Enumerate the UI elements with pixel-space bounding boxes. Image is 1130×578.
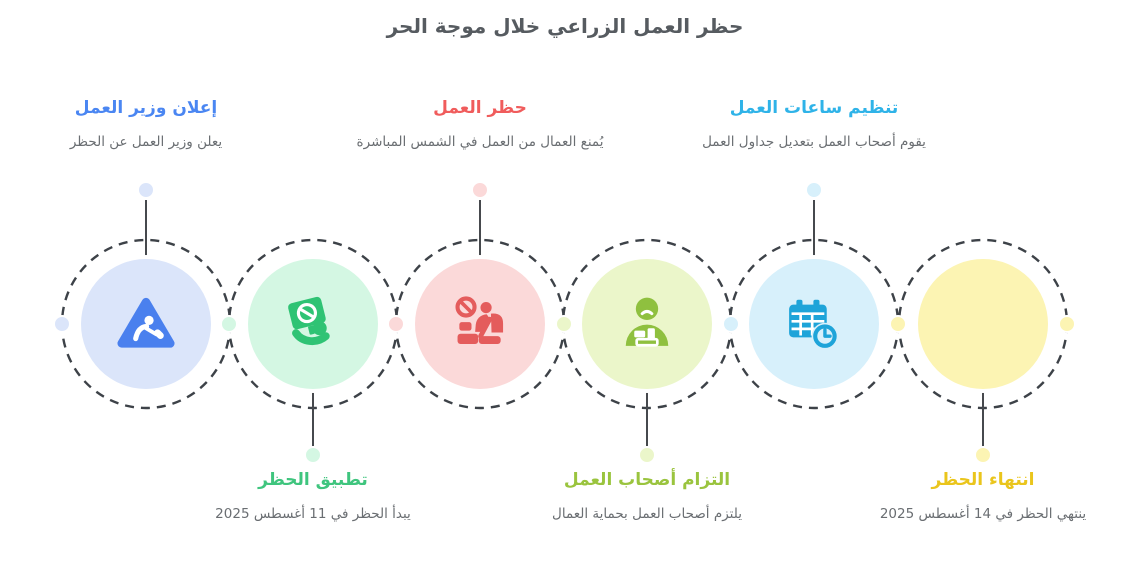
- step-description: يبدأ الحظر في 11 أغسطس 2025: [215, 506, 411, 523]
- ring-junction-dot: [387, 315, 405, 333]
- step-circle-schedule: [749, 259, 879, 389]
- step-circle-enforcement: [248, 259, 378, 389]
- ring-junction-dot: [220, 315, 238, 333]
- step-text-ban-end: انتهاء الحظر ينتهي الحظر في 14 أغسطس 202…: [833, 470, 1130, 523]
- step-text-schedule: تنظيم ساعات العمل يقوم أصحاب العمل بتعدي…: [664, 98, 964, 151]
- ring-junction-dot: [1058, 315, 1076, 333]
- step-label: تنظيم ساعات العمل: [729, 98, 899, 118]
- work-ban-icon: [455, 296, 504, 345]
- worker-icon: [625, 297, 669, 347]
- step-circle-announcement: [81, 259, 211, 389]
- step-text-enforcement: تطبيق الحظر يبدأ الحظر في 11 أغسطس 2025: [163, 470, 463, 523]
- page-title: حظر العمل الزراعي خلال موجة الحر: [386, 14, 744, 38]
- ring-junction-dot: [53, 315, 71, 333]
- step-label: انتهاء الحظر: [931, 470, 1035, 490]
- step-text-employer-commitment: التزام أصحاب العمل يلتزم أصحاب العمل بحم…: [497, 470, 797, 523]
- connector-dot: [304, 446, 322, 464]
- ring-junction-dot: [722, 315, 740, 333]
- construction-sign-icon: [117, 297, 175, 348]
- connector-dot: [471, 181, 489, 199]
- step-text-announcement: إعلان وزير العمل يعلن وزير العمل عن الحظ…: [0, 98, 296, 151]
- step-label: حظر العمل: [433, 98, 527, 118]
- connector-dot: [137, 181, 155, 199]
- step-description: يُمنع العمال من العمل في الشمس المباشرة: [356, 134, 604, 151]
- step-description: ينتهي الحظر في 14 أغسطس 2025: [879, 506, 1087, 523]
- step-label: إعلان وزير العمل: [74, 98, 218, 118]
- protest-sign-icon: [288, 296, 330, 345]
- step-label: تطبيق الحظر: [258, 470, 368, 490]
- connector-dot: [638, 446, 656, 464]
- step-circle-work-ban: [415, 259, 545, 389]
- connector-dot: [805, 181, 823, 199]
- step-description: يقوم أصحاب العمل بتعديل جداول العمل: [702, 134, 926, 151]
- step-text-work-ban: حظر العمل يُمنع العمال من العمل في الشمس…: [330, 98, 630, 151]
- step-label: التزام أصحاب العمل: [563, 470, 731, 490]
- step-circle-employer-commitment: [582, 259, 712, 389]
- ring-junction-dot: [555, 315, 573, 333]
- step-description: يعلن وزير العمل عن الحظر: [69, 134, 223, 151]
- step-description: يلتزم أصحاب العمل بحماية العمال: [552, 506, 742, 523]
- ring-junction-dot: [889, 315, 907, 333]
- step-circle-ban-end: [918, 259, 1048, 389]
- schedule-clock-icon: [789, 299, 839, 350]
- connector-dot: [974, 446, 992, 464]
